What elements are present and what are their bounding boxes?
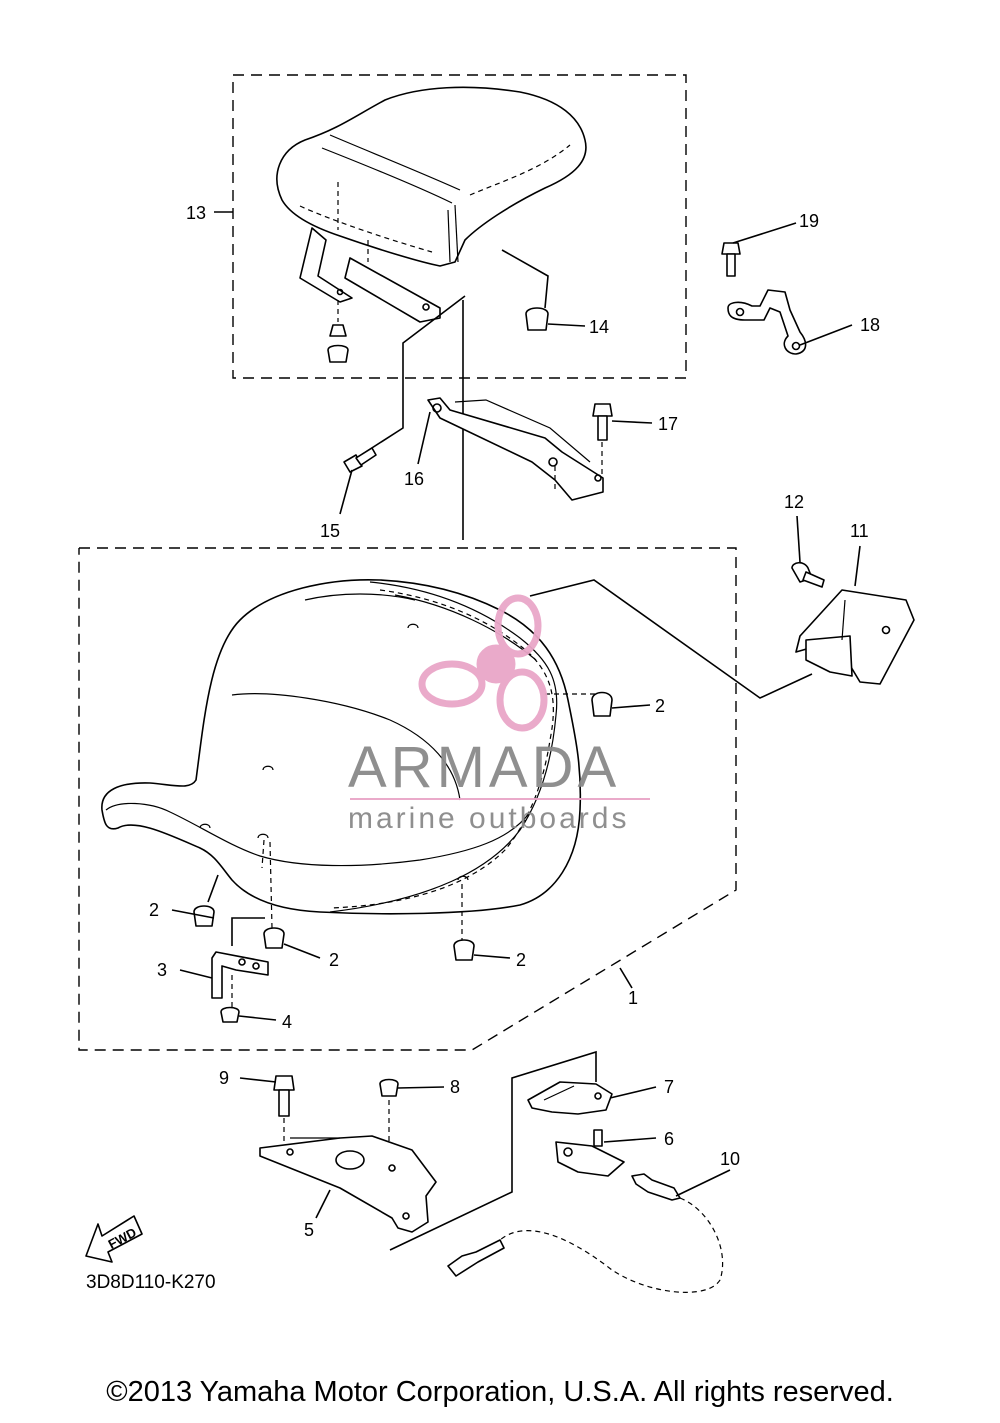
callout-7: 7: [664, 1077, 674, 1097]
callout-3: 3: [157, 960, 167, 980]
callout-8: 8: [450, 1077, 460, 1097]
watermark-brand: ARMADA: [348, 735, 620, 800]
callout-11: 11: [850, 521, 869, 541]
armada-watermark: ARMADA marine outboards: [348, 594, 650, 835]
callout-19: 19: [799, 211, 819, 231]
fwd-arrow-icon: FWD: [85, 1215, 143, 1263]
callout-17: 17: [658, 414, 678, 434]
callout-2-right: 2: [655, 696, 665, 716]
callout-2-center: 2: [329, 950, 339, 970]
watermark-tagline: marine outboards: [348, 802, 629, 835]
drawing-code: 3D8D110-K270: [86, 1272, 216, 1293]
callout-18: 18: [860, 315, 880, 335]
callout-2-front: 2: [516, 950, 526, 970]
callouts: 13 14 19 18 17 16 15 12 11 2 2 2 2 3 4 1…: [149, 203, 880, 1240]
side-bracket-group: [721, 242, 807, 355]
callout-15: 15: [320, 521, 340, 541]
callout-9: 9: [219, 1068, 229, 1088]
callout-12: 12: [784, 492, 804, 512]
lock-group: [259, 1050, 724, 1293]
leader-lines: [171, 211, 861, 1219]
callout-5: 5: [304, 1220, 314, 1240]
copyright-notice: ©2013 Yamaha Motor Corporation, U.S.A. A…: [106, 1376, 894, 1408]
callout-6: 6: [664, 1129, 674, 1149]
fwd-label: FWD: [106, 1225, 139, 1252]
propeller-logo-icon: [418, 594, 548, 732]
callout-14: 14: [589, 317, 609, 337]
latch-group: [529, 561, 915, 699]
callout-1: 1: [628, 988, 638, 1008]
rear-seat-assembly: [232, 74, 687, 540]
callout-2-left: 2: [149, 900, 159, 920]
callout-10: 10: [720, 1149, 740, 1169]
callout-13: 13: [186, 203, 206, 223]
bracket-group: [343, 397, 613, 501]
callout-16: 16: [404, 469, 424, 489]
callout-4: 4: [282, 1012, 292, 1032]
